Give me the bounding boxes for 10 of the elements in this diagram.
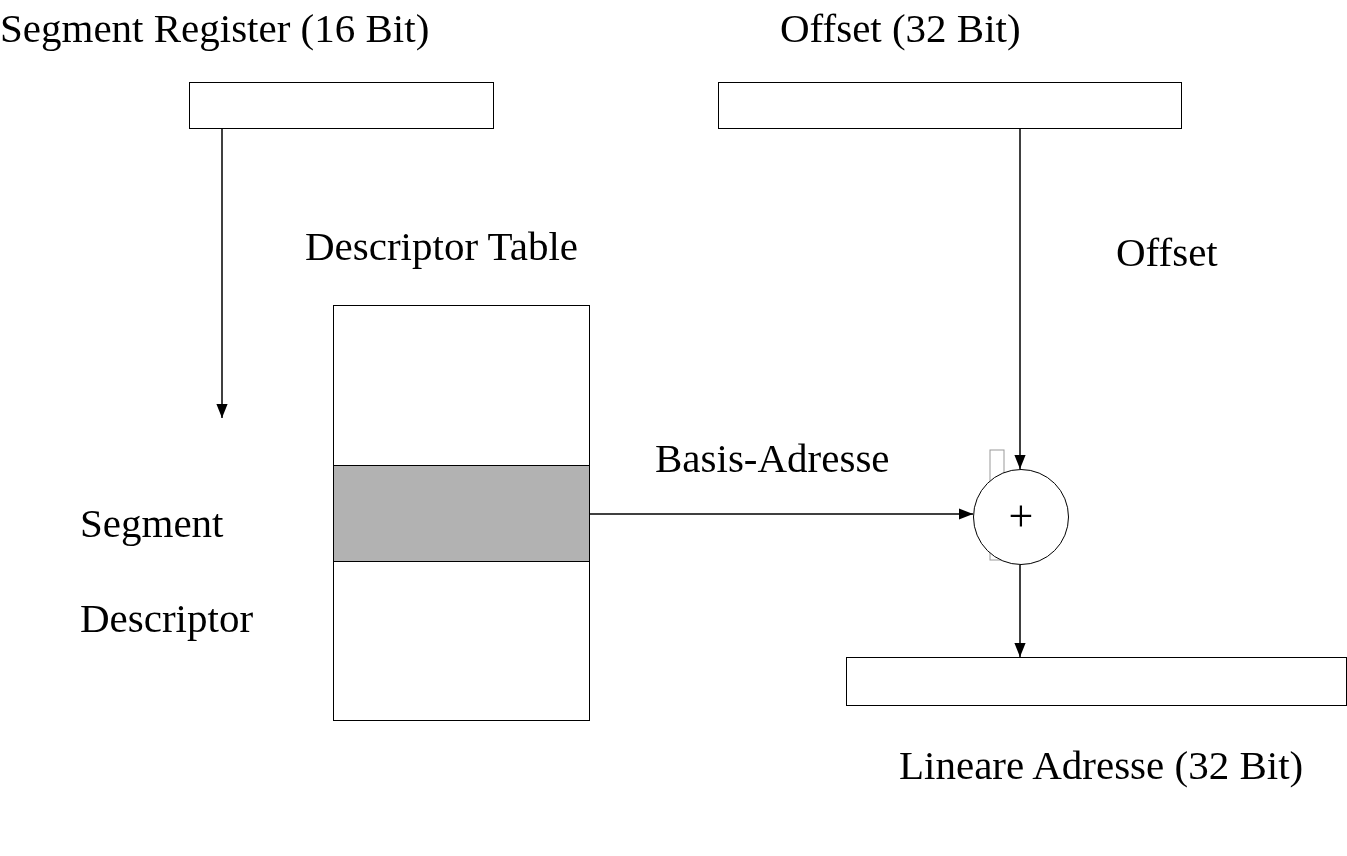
- arrow: [1014, 564, 1026, 658]
- arrow: [589, 508, 974, 520]
- address-label: Lineare Adresse (32 Bit): [899, 741, 1305, 790]
- descriptor-label: Segment Descriptor: [80, 499, 255, 643]
- arrow: [1014, 128, 1026, 470]
- table-label: Descriptor Table: [305, 226, 579, 267]
- descriptor-row: [334, 465, 589, 562]
- register-label: Segment Register (16 Bit): [0, 8, 430, 49]
- arrow: [216, 128, 228, 419]
- register-label: Offset (32 Bit): [780, 8, 1021, 49]
